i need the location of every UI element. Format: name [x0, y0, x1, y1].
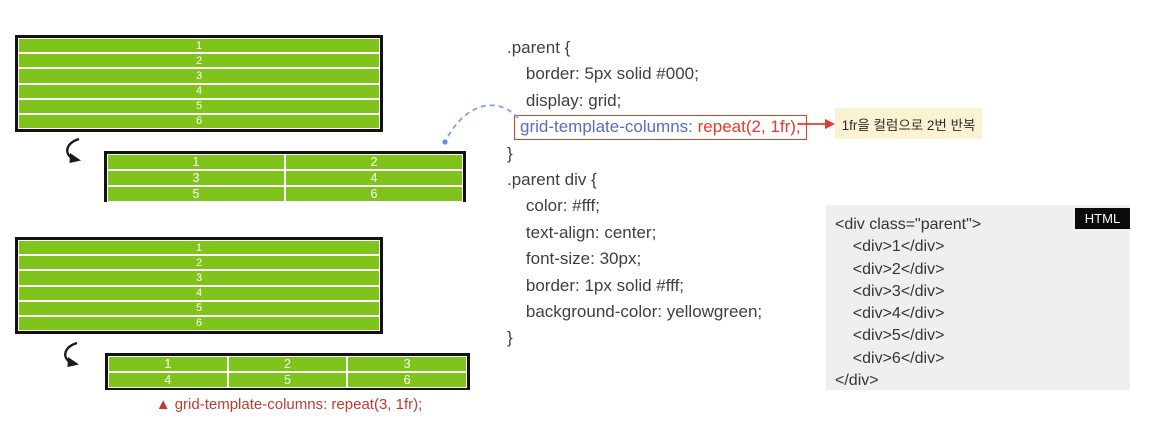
grid-cell: 2 [227, 356, 348, 372]
grid-cell: 3 [18, 68, 380, 84]
html-language-badge: HTML [1075, 208, 1130, 229]
css-code-line: text-align: center; [507, 222, 657, 242]
css-code-line: border: 1px solid #fff; [507, 275, 685, 295]
grid-cell: 6 [285, 186, 463, 202]
html-code-block: <div class="parent"> <div>1</div> <div>2… [826, 205, 1130, 392]
html-code-line: <div>2</div> [835, 260, 945, 278]
grid-cell: 2 [18, 255, 380, 271]
grid-cell: 4 [18, 285, 380, 301]
html-code-line: </div> [835, 372, 879, 390]
dashed-pointer-arrow-icon [442, 104, 519, 145]
grid-cell: 1 [18, 240, 380, 256]
grid-cell: 3 [18, 270, 380, 286]
highlighted-css-line: grid-template-columns: repeat(2, 1fr); [507, 114, 847, 141]
grid-cell: 6 [347, 372, 467, 388]
korean-annotation-note: 1fr을 컬럼으로 2번 반복 [835, 108, 982, 139]
grid-cell: 2 [285, 154, 463, 170]
curved-transform-arrow-icon [64, 341, 79, 367]
grid-cell: 3 [347, 356, 467, 372]
css-code-line: .parent div { [507, 169, 597, 189]
grid-cell: 5 [227, 372, 348, 388]
result-grid-2-columns: 1 2 3 4 5 6 [104, 151, 466, 202]
css-code-line: } [507, 143, 513, 163]
figure-caption: ▲ grid-template-columns: repeat(3, 1fr); [155, 396, 423, 413]
html-code-line: <div>1</div> [835, 238, 945, 256]
grid-cell: 5 [107, 186, 285, 202]
grid-cell: 4 [108, 372, 228, 388]
css-property-value: repeat(2, 1fr); [692, 117, 801, 137]
css-code-line: border: 5px solid #000; [507, 64, 699, 84]
grid-cell: 3 [107, 170, 285, 186]
html-code-line: <div class="parent"> [835, 216, 982, 233]
css-code-line: } [507, 328, 513, 348]
grid-cell: 5 [18, 98, 380, 114]
css-property-name: grid-template-columns: [520, 117, 693, 137]
grid-cell: 1 [18, 38, 380, 54]
highlight-box: grid-template-columns: repeat(2, 1fr); [514, 115, 807, 141]
html-code-line: <div>6</div> [835, 349, 945, 367]
html-code-line: <div>5</div> [835, 327, 945, 345]
stacked-grid-before-2: 1 2 3 4 5 6 [15, 237, 383, 334]
css-code-line: display: grid; [507, 90, 622, 110]
html-code-line: <div>4</div> [835, 305, 945, 323]
result-grid-3-columns: 1 2 3 4 5 6 [105, 353, 470, 390]
grid-cell: 4 [18, 83, 380, 99]
curved-transform-arrow-icon [66, 137, 81, 163]
css-code-line: color: #fff; [507, 196, 600, 216]
css-code-line: font-size: 30px; [507, 249, 642, 269]
css-code-line: .parent { [507, 38, 571, 57]
grid-cell: 1 [107, 154, 285, 170]
grid-cell: 2 [18, 53, 380, 69]
grid-cell: 4 [285, 170, 463, 186]
css-code-line: background-color: yellowgreen; [507, 301, 763, 321]
css-code-block: .parent { border: 5px solid #000; displa… [507, 35, 847, 352]
grid-cell: 5 [18, 300, 380, 316]
stacked-grid-before-1: 1 2 3 4 5 6 [15, 35, 383, 132]
red-callout-arrow-icon [799, 119, 835, 129]
grid-cell: 6 [18, 315, 380, 331]
html-code-line: <div>3</div> [835, 282, 945, 300]
grid-cell: 1 [108, 356, 228, 372]
html-code-panel: HTML <div class="parent"> <div>1</div> <… [826, 205, 1130, 390]
grid-cell: 6 [18, 113, 380, 129]
